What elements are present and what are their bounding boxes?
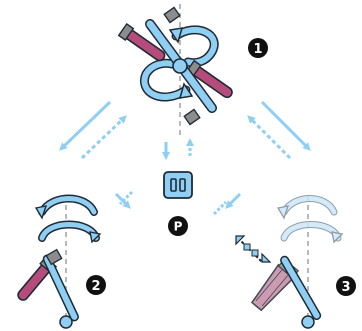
step-3-badge xyxy=(336,276,356,296)
cap-icon xyxy=(183,108,201,126)
step-1-badge xyxy=(248,38,268,58)
step-3-group: 3 xyxy=(235,195,356,331)
transition-arrows xyxy=(59,100,311,216)
rotor-hub xyxy=(301,315,315,329)
step-3-number: 3 xyxy=(341,280,350,295)
cap-icon xyxy=(45,248,63,266)
arrow-from-p-right xyxy=(212,200,228,216)
p-label: P xyxy=(174,220,183,234)
arrow-from-step-3 xyxy=(247,115,292,160)
step-1-group: 1 xyxy=(117,4,268,135)
pause-icon xyxy=(163,171,193,199)
test-tube-icon xyxy=(117,22,166,62)
pipette-icon xyxy=(235,235,272,263)
rotation-arrows-icon xyxy=(276,195,344,244)
arrow-to-step-3 xyxy=(260,100,311,151)
step-2-badge xyxy=(86,275,106,295)
arrow-to-p-right xyxy=(225,192,242,209)
rotor-hub xyxy=(59,315,73,329)
p-badge: P xyxy=(168,216,188,236)
cap-icon xyxy=(163,6,181,24)
rotor-bar xyxy=(145,19,217,113)
step-1-number: 1 xyxy=(253,42,262,57)
step-2-group: 2 xyxy=(17,194,106,331)
arrow-from-p-left xyxy=(118,190,134,206)
arrow-to-step-2 xyxy=(59,100,112,151)
arrow-from-step-2 xyxy=(80,115,127,160)
step-2-number: 2 xyxy=(91,279,100,294)
rotation-arrows-icon xyxy=(34,194,102,244)
